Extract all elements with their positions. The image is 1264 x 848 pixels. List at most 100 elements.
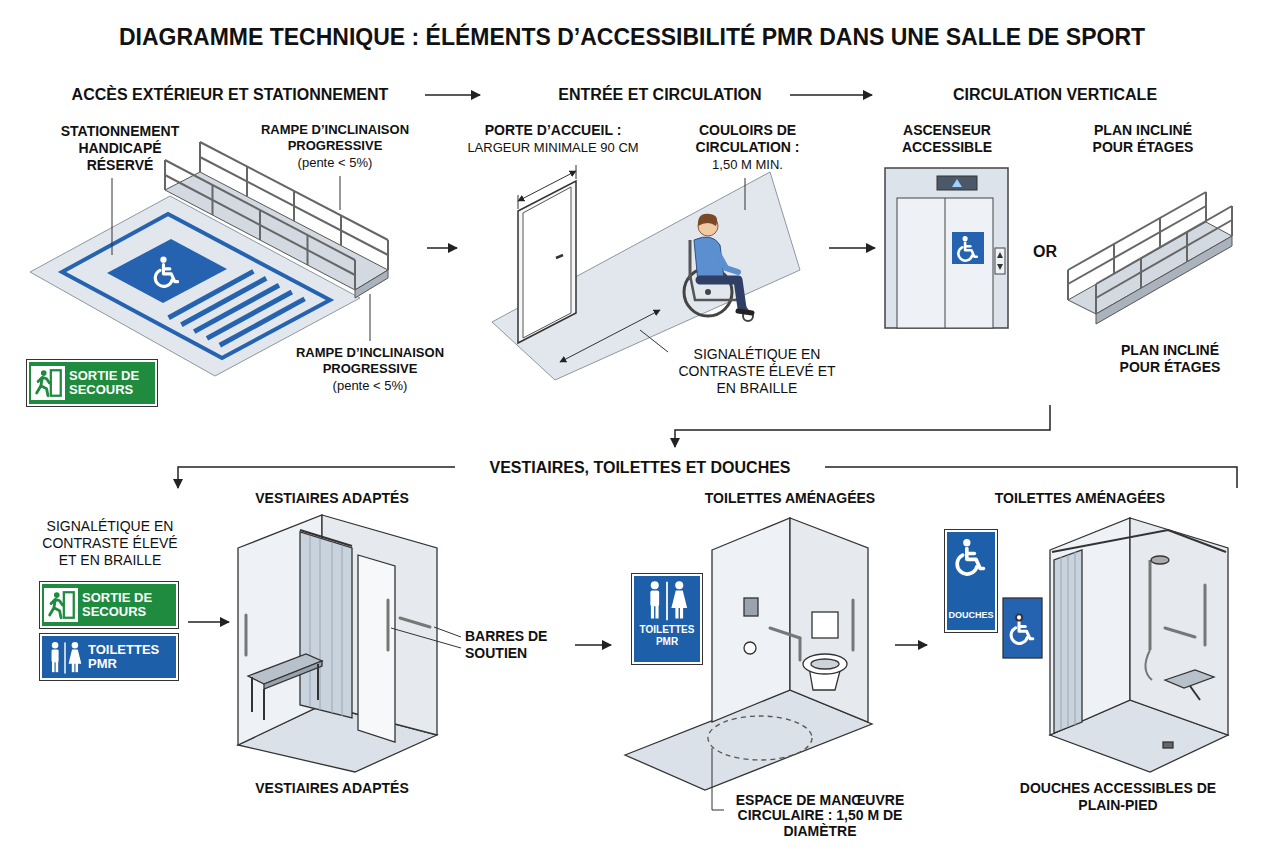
parking-illustration (259, 210, 261, 240)
locker-room-illustration (320, 539, 321, 710)
toilet-illustration (708, 716, 812, 760)
toilet-icon (52, 581, 688, 673)
shower-illustration (1061, 557, 1062, 730)
entrance-illustration (716, 250, 738, 272)
shower-illustration (1149, 560, 1152, 650)
toilet-illustration (625, 518, 872, 810)
dimension-label: ESPACE DE MANŒUVRE CIRCULAIRE : 1,50 M D… (725, 793, 915, 839)
flow-arrow (425, 95, 1050, 447)
parking-illustration (246, 167, 248, 197)
panel-heading: STATIONNEMENT HANDICAPÉ RÉSERVÉ (45, 123, 195, 173)
entrance-illustration (690, 275, 748, 311)
signage-group: SIGNALÉTIQUE EN CONTRASTE ÉLEVÉ ET EN BR… (35, 515, 185, 685)
locker-room-illustration (358, 555, 395, 742)
elevator-illustration (885, 168, 1008, 328)
shower-illustration (1165, 670, 1214, 688)
shower-illustration (1075, 552, 1076, 725)
panel-heading: PORTE D’ACCUEIL : (460, 122, 646, 139)
entrance-illustration (700, 280, 742, 308)
locker-room-illustration (317, 664, 319, 700)
ramp-illustration (1186, 232, 1188, 262)
flow-connector (427, 247, 457, 249)
section-heading: CIRCULATION VERTICALE (925, 85, 1185, 104)
ramp-panel: PLAN INCLINÉ POUR ÉTAGESPLAN INCLINÉ POU… (1062, 118, 1237, 380)
section-heading: ACCÈS EXTÉRIEUR ET STATIONNEMENT (40, 85, 420, 104)
parking-illustration (112, 176, 370, 341)
parking-illustration (355, 270, 388, 298)
parking-illustration (387, 240, 389, 270)
ramp-illustration (1068, 206, 1206, 284)
flow-arrow (675, 405, 1050, 447)
toilet-sign: TOILETTES PMR (40, 634, 178, 680)
flow-connector (829, 247, 875, 249)
locker-room-illustration (300, 532, 352, 718)
locker-room-illustration (264, 661, 322, 689)
locker-room-illustration (400, 618, 430, 627)
parking-illustration (200, 157, 388, 255)
entrance-illustration (518, 181, 576, 343)
locker-room-illustration (245, 615, 248, 655)
flow-arrow (425, 94, 480, 96)
toilet-illustration (790, 518, 868, 722)
entrance-illustration (556, 255, 563, 258)
ramp-illustration (1096, 236, 1232, 324)
parking-illustration (199, 142, 201, 172)
entrance-illustration (705, 289, 711, 295)
entrance-illustration (518, 165, 745, 362)
locker-room-illustration (246, 600, 430, 655)
toilet-illustration (812, 612, 838, 638)
ramp-illustration (1231, 206, 1233, 236)
flow-connector (188, 621, 229, 623)
parking-illustration (307, 235, 309, 265)
shower-illustration (1204, 585, 1207, 645)
locker-room-illustration (310, 536, 342, 716)
locker-room-illustration (391, 628, 461, 648)
toilet-illustration (770, 600, 853, 660)
entrance-illustration (640, 330, 668, 352)
parking-illustration (112, 178, 113, 255)
exit-icon (44, 588, 78, 622)
parking-illustration (155, 257, 177, 287)
callout-label: COULOIRS DE CIRCULATION : (680, 122, 815, 156)
ramp-illustration (1096, 206, 1232, 284)
elevator-illustration (897, 198, 993, 328)
toilet-icon (52, 642, 82, 674)
ramp-illustration (1159, 218, 1161, 248)
shower-illustration (1165, 628, 1195, 637)
entrance-illustration (560, 310, 660, 362)
shower-illustration (1003, 598, 1042, 658)
locker-room-illustration (251, 677, 253, 712)
sign-text: SORTIE DE SECOURS (82, 591, 172, 620)
parking-illustration (165, 172, 388, 290)
sign-text: DOUCHES (948, 610, 994, 621)
sign-text: TOILETTES PMR (88, 643, 174, 672)
shower-illustration (1145, 650, 1152, 680)
toilet-illustration (712, 748, 724, 810)
section-heading: VESTIAIRES, TOILETTES ET DOUCHES (460, 458, 820, 477)
sign-text: SORTIE DE SECOURS (69, 369, 153, 398)
exit-icon (31, 366, 78, 622)
shower-illustration (1061, 552, 1075, 730)
shower-illustration (1054, 550, 1082, 733)
locker-room-illustration (387, 600, 390, 650)
entrance-illustration (518, 195, 519, 209)
toilet-illustration (803, 654, 847, 674)
toilet-sign: TOILETTES PMR (632, 574, 702, 664)
alternative-word: OR (1030, 242, 1060, 261)
entrance-illustration (523, 187, 571, 338)
parking-illustration (164, 160, 166, 190)
elevator-illustration (937, 176, 977, 190)
elevator-illustration (995, 248, 1005, 274)
ramp-illustration (1205, 192, 1207, 222)
shower-panel: TOILETTES AMÉNAGÉESDOUCHES ACCESSIBLES D… (930, 486, 1248, 818)
ramp-illustration (1096, 220, 1232, 298)
panel-heading: PLAN INCLINÉ POUR ÉTAGES (1105, 342, 1235, 376)
exit-sign: SORTIE DE SECOURS (27, 360, 157, 406)
locker-room-illustration (310, 536, 311, 707)
parking-illustration (165, 160, 355, 260)
